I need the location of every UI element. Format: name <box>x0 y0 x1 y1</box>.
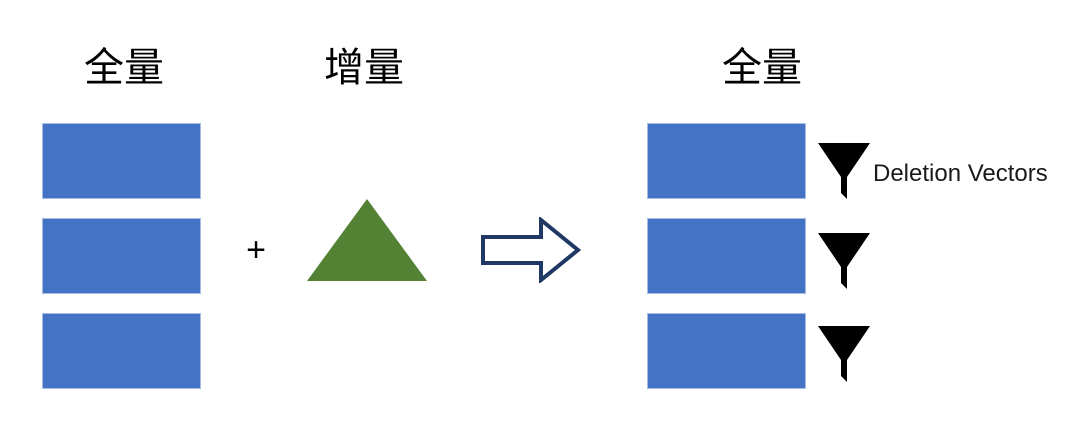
deletion-vector-funnel-3 <box>816 324 872 384</box>
incremental-triangle <box>307 199 427 281</box>
funnel-icon <box>818 326 870 382</box>
transition-arrow <box>481 215 582 285</box>
data-block-right-2 <box>647 218 806 294</box>
triangle-icon <box>307 199 427 281</box>
funnel-icon <box>818 143 870 199</box>
data-block-left-1 <box>42 123 201 199</box>
data-block-left-2 <box>42 218 201 294</box>
heading-incremental: 增量 <box>324 45 404 91</box>
plus-operator: + <box>246 231 266 269</box>
funnel-icon <box>818 233 870 289</box>
data-block-right-1 <box>647 123 806 199</box>
heading-full-snapshot-left: 全量 <box>84 45 164 91</box>
arrow-right-icon <box>481 215 582 285</box>
deletion-vector-funnel-2 <box>816 231 872 291</box>
data-block-right-3 <box>647 313 806 389</box>
data-block-left-3 <box>42 313 201 389</box>
deletion-vectors-label: Deletion Vectors <box>873 160 1048 187</box>
deletion-vector-funnel-1 <box>816 141 872 201</box>
heading-full-snapshot-right: 全量 <box>722 45 802 91</box>
